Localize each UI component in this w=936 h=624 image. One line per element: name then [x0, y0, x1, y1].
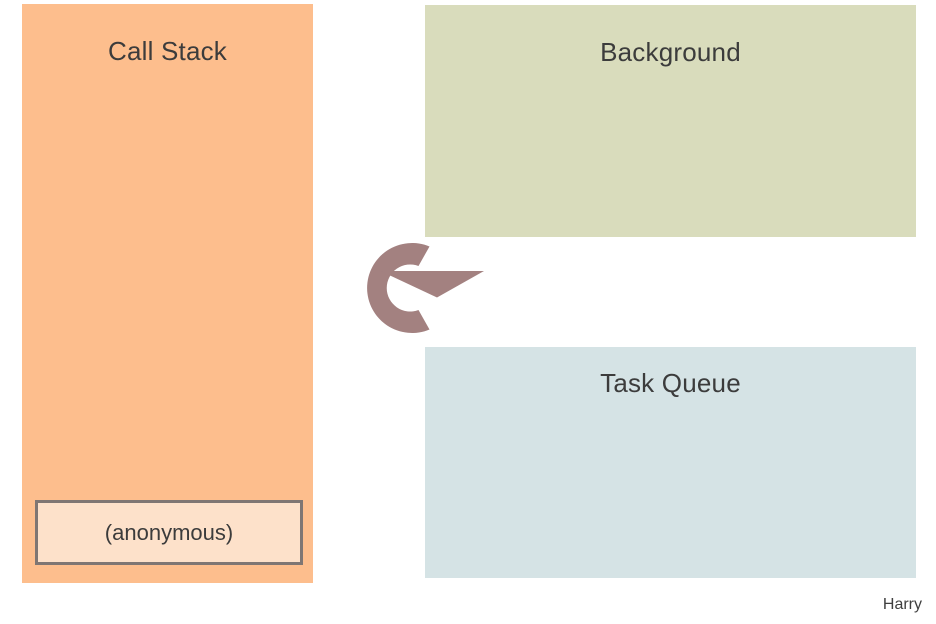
call-stack-title: Call Stack — [107, 36, 228, 66]
task-queue-panel: Task Queue — [425, 347, 916, 578]
watermark-text: Harry — [882, 596, 922, 613]
circular-arrow-icon — [318, 222, 484, 354]
stack-frame-label: (anonymous) — [104, 519, 234, 545]
stack-frame-anonymous[interactable]: (anonymous) — [35, 500, 303, 565]
task-queue-title: Task Queue — [600, 368, 741, 398]
background-panel: Background — [425, 5, 916, 237]
background-title: Background — [600, 37, 741, 67]
call-stack-panel: Call Stack — [22, 4, 313, 583]
